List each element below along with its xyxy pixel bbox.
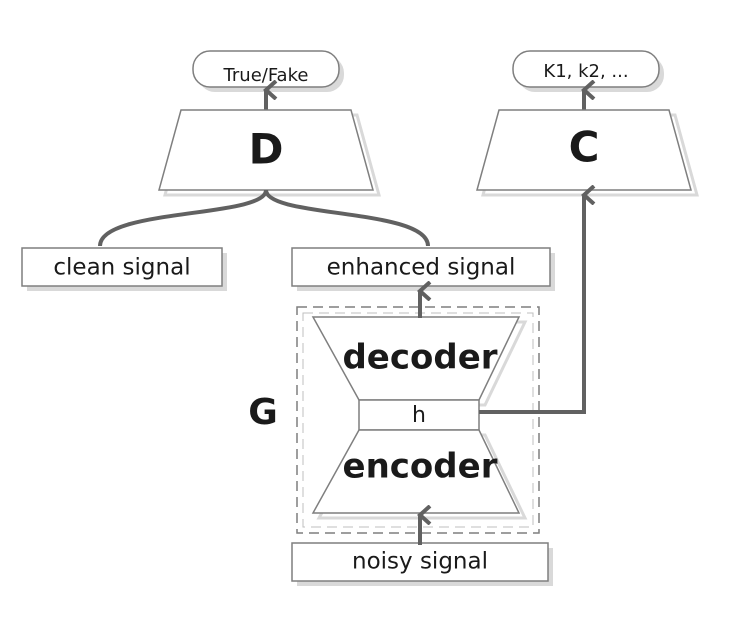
discriminator-output-label: True/Fake [223,65,309,86]
classifier-title: C [569,123,600,172]
discriminator-title: D [249,125,284,174]
clean-signal-label: clean signal [53,255,190,281]
noisy-signal-box: noisy signal [291,542,553,586]
bottleneck-h-box: h [358,399,480,431]
discriminator-input-curve [98,189,430,247]
bottleneck-label: h [412,403,426,428]
noisy-signal-label: noisy signal [352,549,488,575]
h-to-classifier-arrow [479,195,584,414]
encoder-label: encoder [343,447,498,487]
enhanced-signal-label: enhanced signal [327,255,516,281]
clean-signal-box: clean signal [21,247,227,291]
decoder-block: decoder [311,316,528,407]
decoder-label: decoder [342,338,497,378]
encoder-block: encoder [311,429,528,520]
discriminator-block: D [158,109,381,197]
classifier-output-label: K1, k2, ... [543,61,628,82]
classifier-block: C [476,109,699,197]
enhanced-signal-box: enhanced signal [291,247,555,291]
discriminator-output-node: True/Fake [192,50,344,92]
classifier-output-node: K1, k2, ... [512,50,664,92]
generator-title: G [248,392,278,433]
